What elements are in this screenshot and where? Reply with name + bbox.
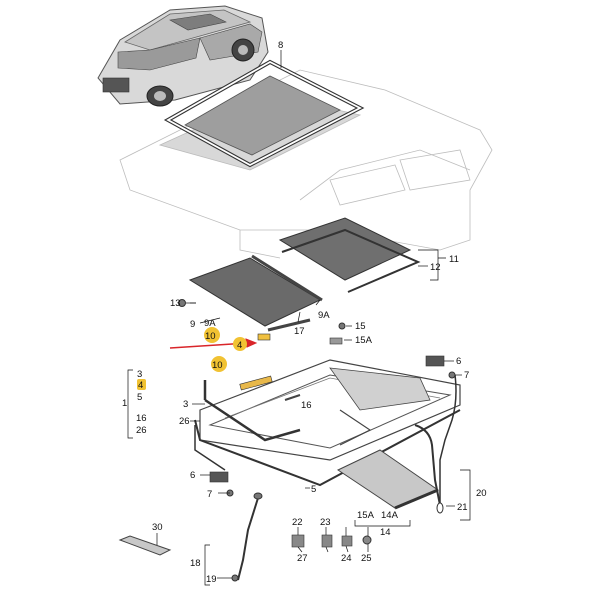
callout-9: 9 bbox=[190, 319, 195, 330]
callout-27: 27 bbox=[297, 553, 308, 564]
leader-lines bbox=[127, 299, 471, 586]
callout-3-side: 3 bbox=[183, 399, 188, 410]
callout-12: 12 bbox=[430, 262, 441, 273]
callout-16-mid: 16 bbox=[301, 400, 312, 411]
callout-5-group: 5 bbox=[137, 392, 142, 403]
highlight-10-top bbox=[204, 327, 220, 343]
drain-hoses bbox=[237, 374, 457, 581]
small-parts bbox=[118, 299, 456, 582]
callout-24: 24 bbox=[341, 553, 352, 564]
callout-4: 4 bbox=[237, 340, 242, 351]
callout-15: 15 bbox=[355, 321, 366, 332]
callout-labels: 8 11 12 13 9 9A 10 17 9A 15 15A 4 10 6 7… bbox=[122, 40, 487, 585]
callout-5-bottom: 5 bbox=[311, 484, 316, 495]
callout-6-left: 6 bbox=[190, 470, 195, 481]
callout-10-top: 10 bbox=[205, 331, 216, 342]
callout-3-group: 3 bbox=[137, 369, 142, 380]
callout-21: 21 bbox=[457, 502, 468, 513]
callout-15a-bottom: 15A bbox=[357, 510, 375, 521]
callout-14a: 14A bbox=[381, 510, 399, 521]
callout-9a-right: 9A bbox=[318, 310, 330, 321]
sunshade-14 bbox=[336, 449, 440, 510]
callout-13: 13 bbox=[170, 298, 181, 309]
callout-7-right: 7 bbox=[464, 370, 469, 381]
highlight-10-mid bbox=[211, 356, 227, 372]
highlight-4 bbox=[233, 337, 247, 351]
callout-15a: 15A bbox=[355, 335, 373, 346]
sunroof-frame-assembly bbox=[194, 359, 461, 487]
highlight-4-group bbox=[137, 379, 146, 390]
callout-4-group: 4 bbox=[138, 380, 143, 391]
callout-1: 1 bbox=[122, 398, 127, 409]
callout-8: 8 bbox=[278, 40, 283, 51]
callout-26-group: 26 bbox=[136, 425, 147, 436]
callout-18: 18 bbox=[190, 558, 201, 569]
callout-7-left: 7 bbox=[207, 489, 212, 500]
callout-22: 22 bbox=[292, 517, 303, 528]
front-glass-panel bbox=[188, 254, 323, 341]
callout-30: 30 bbox=[152, 522, 163, 533]
callout-9a-left: 9A bbox=[204, 318, 216, 329]
callout-10-mid: 10 bbox=[212, 360, 223, 371]
callout-20: 20 bbox=[476, 488, 487, 499]
car-illustration bbox=[97, 5, 269, 107]
rear-glass-panel bbox=[278, 217, 421, 293]
callout-14: 14 bbox=[380, 527, 391, 538]
callout-16-group: 16 bbox=[136, 413, 147, 424]
callout-19: 19 bbox=[206, 574, 217, 585]
frame-seal-8 bbox=[163, 59, 365, 168]
callout-17: 17 bbox=[294, 326, 305, 337]
callout-23: 23 bbox=[320, 517, 331, 528]
callout-25: 25 bbox=[361, 553, 372, 564]
callout-6-right: 6 bbox=[456, 356, 461, 367]
callout-11: 11 bbox=[449, 254, 459, 265]
callout-26-side: 26 bbox=[179, 416, 190, 427]
